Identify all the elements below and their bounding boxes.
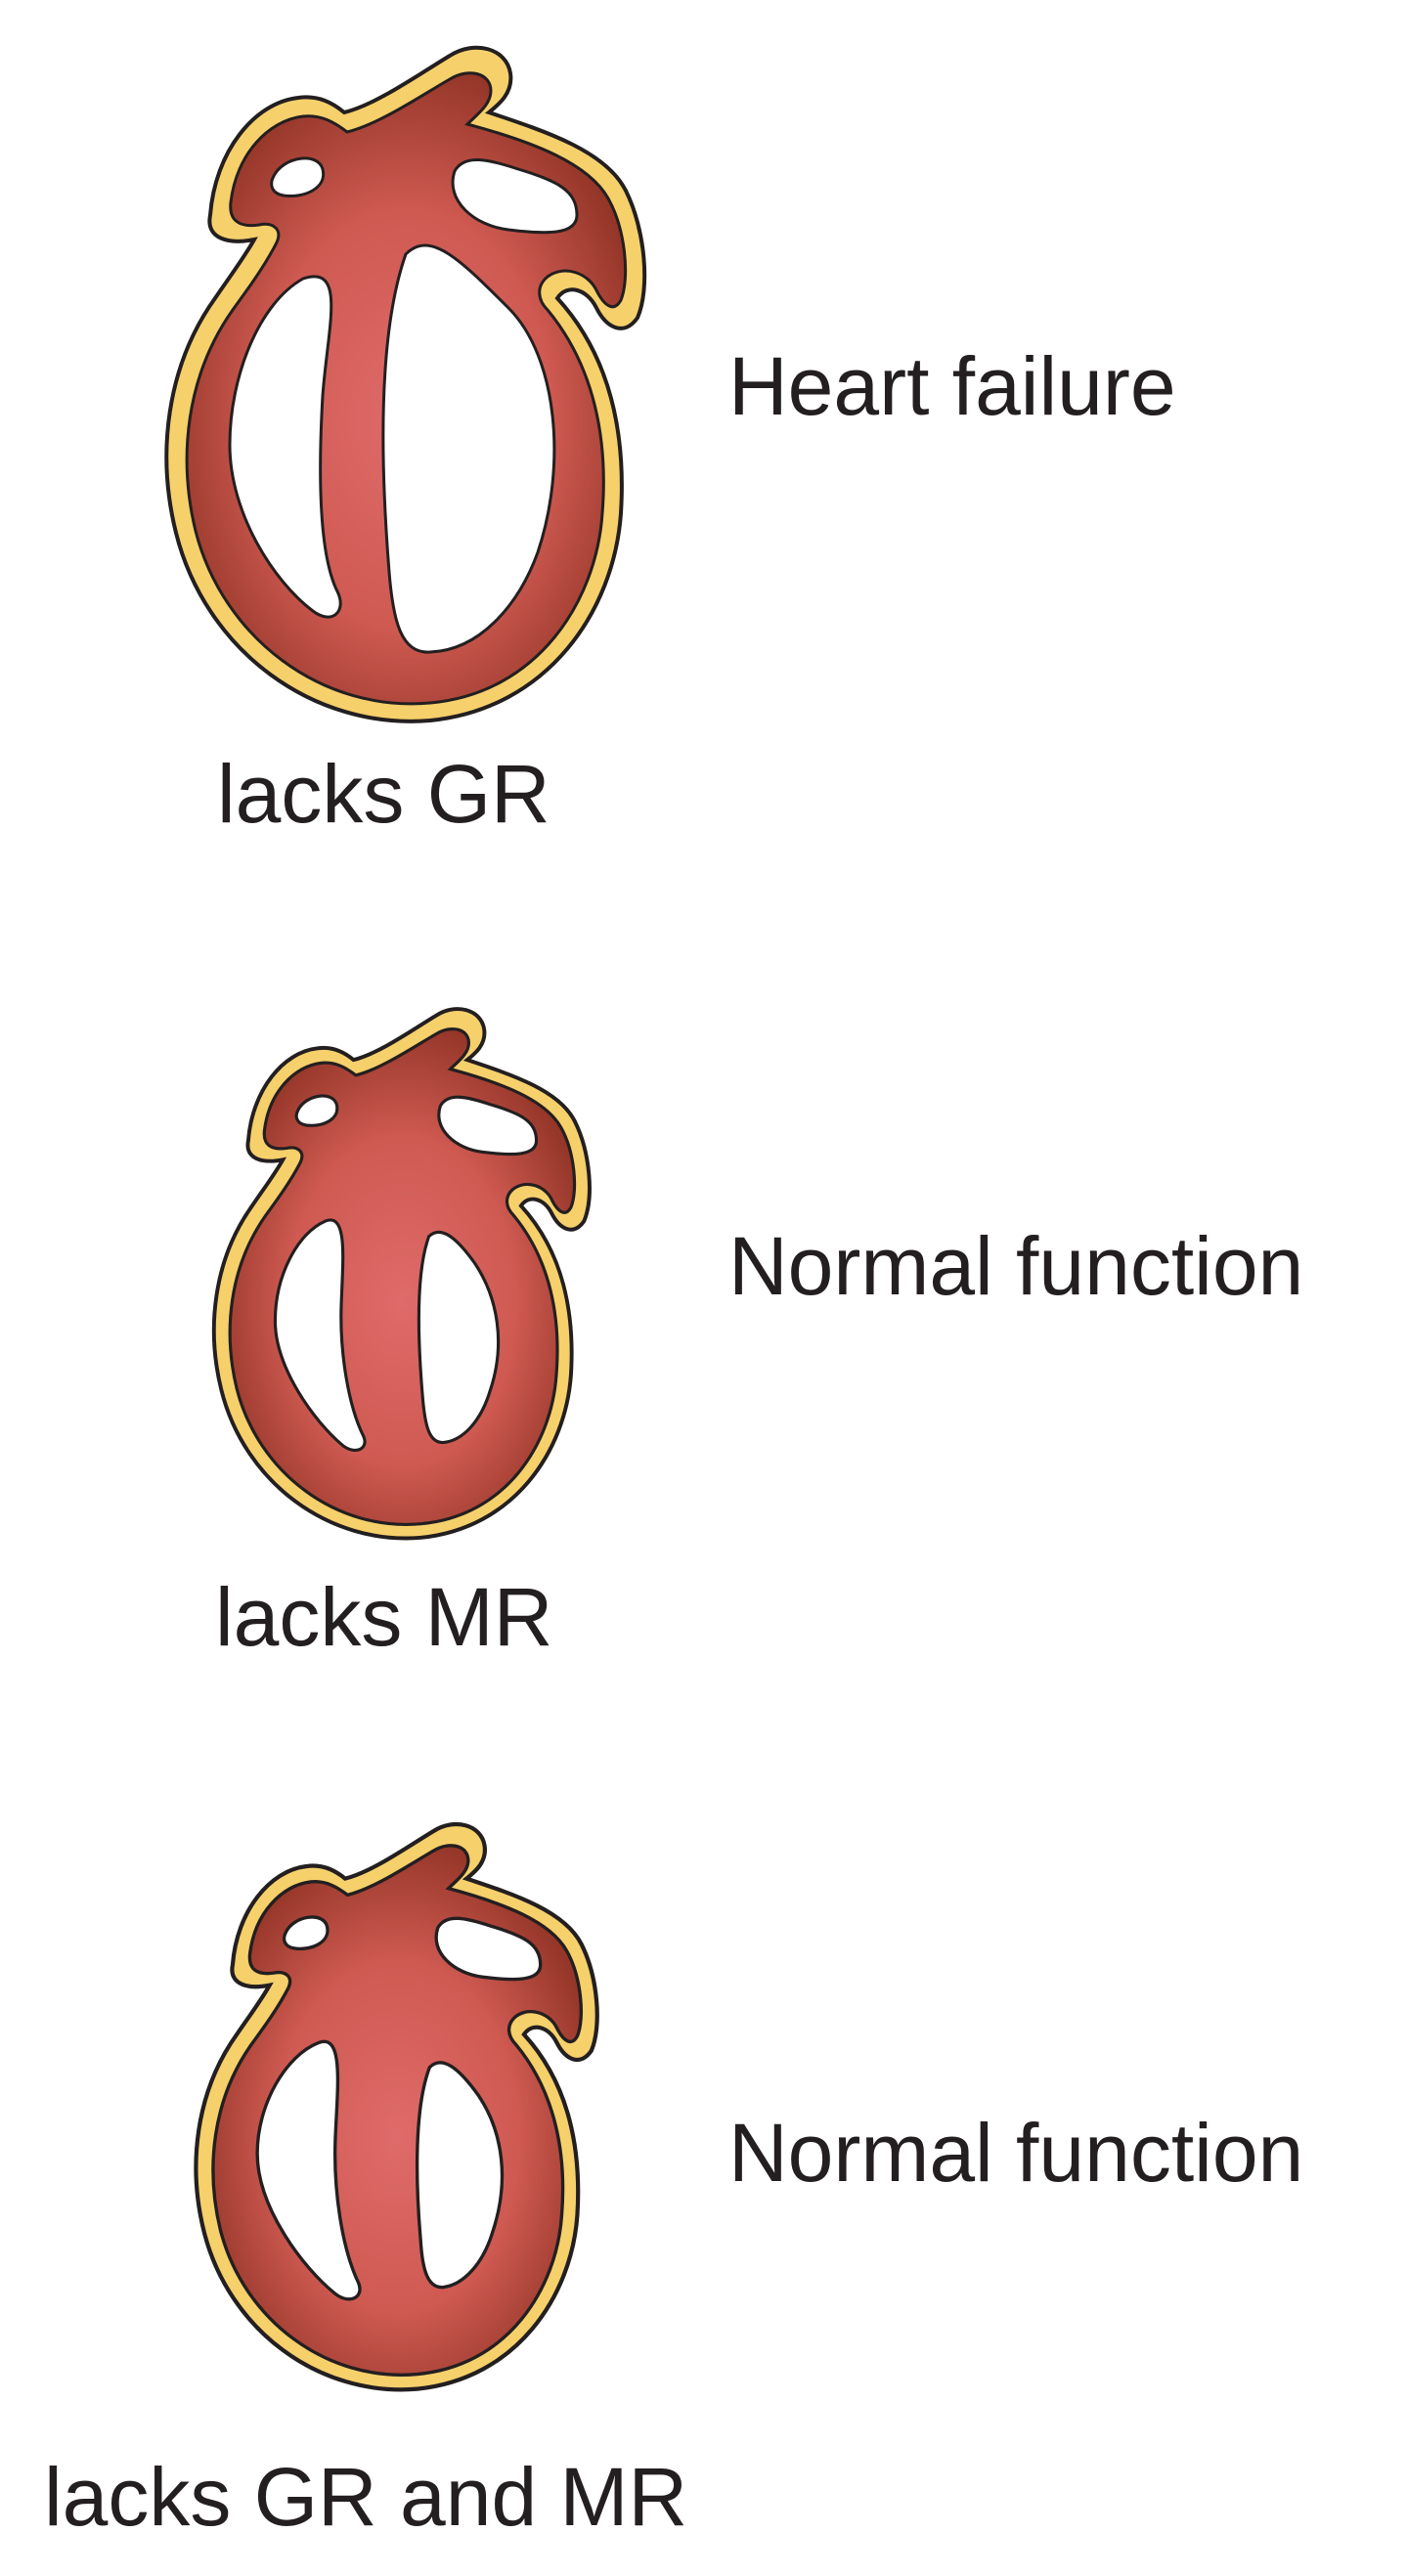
right-ventricle-chamber (273, 1218, 367, 1452)
caption-lacks-gr-and-mr: lacks GR and MR (44, 2451, 688, 2543)
status-normal-function-1: Normal function (728, 1220, 1304, 1312)
left-ventricle-chamber (381, 243, 556, 654)
right-ventricle-chamber (255, 2039, 362, 2301)
panel-lacks-gr-and-mr: lacks GR and MR Normal function (0, 1711, 1408, 2576)
large-failing-heart-icon (164, 45, 647, 723)
left-ventricle-chamber (415, 2061, 505, 2290)
caption-lacks-mr: lacks MR (215, 1571, 553, 1663)
caption-lacks-gr: lacks GR (217, 748, 550, 840)
panel-lacks-mr: lacks MR Normal function (0, 860, 1408, 1711)
status-normal-function-2: Normal function (728, 2107, 1304, 2199)
left-ventricle-chamber (417, 1230, 501, 1445)
status-heart-failure: Heart failure (728, 340, 1176, 432)
normal-heart-icon (171, 1818, 631, 2415)
panel-lacks-gr: lacks GR Heart failure (0, 0, 1408, 860)
normal-heart-icon (211, 1007, 592, 1541)
right-ventricle-chamber (228, 275, 342, 619)
